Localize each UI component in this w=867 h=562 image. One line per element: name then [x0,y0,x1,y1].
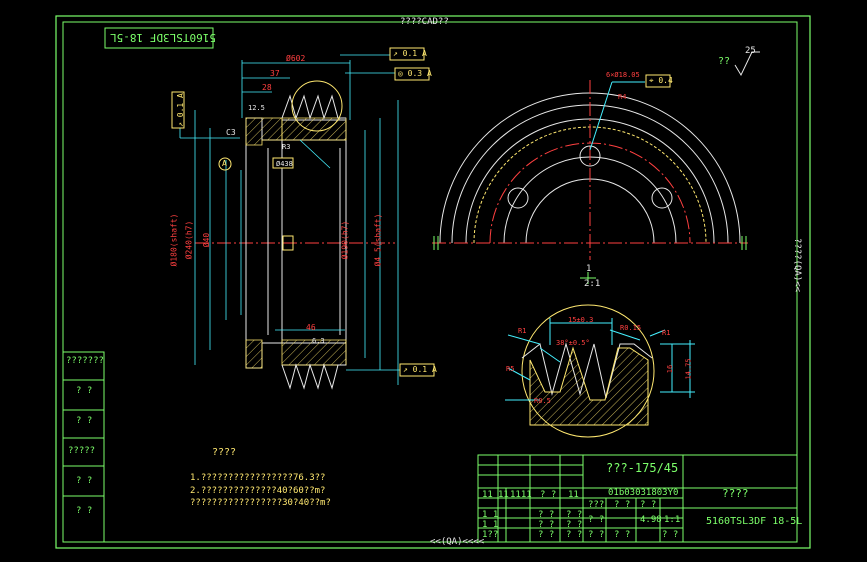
tb-r1-5: 11 [568,490,579,500]
mirror-title: 5160TSL3DF 18-5L [110,31,216,44]
tb-r2-2: ? ? [538,510,555,520]
left-col-5: ? ? [76,476,93,486]
dim-d-left2: Ø240(h7) [184,220,194,260]
left-col-6: ? ? [76,506,93,516]
roughness-value: 25 [745,46,756,56]
detail-dim-r5: R5 [506,365,515,373]
title-block-grid [477,454,798,543]
title-org: ???? [722,487,749,500]
mirror-title-box [104,27,214,49]
gdt-pos: ⌖ 0.4 [649,76,673,85]
detail-dim-16: 16 [666,364,675,374]
tb-r4-1: 1?? [482,530,499,540]
sheet-right-label: ????(QA)<< [792,237,803,293]
gdt-holes: 6×Ø18.05 [606,71,640,79]
tb-r4-2: ? ? [538,530,555,540]
tb-r1-3: 1111 [510,490,532,500]
section-label: 1 [586,264,592,274]
dim-c3: C3 [226,128,236,137]
left-column-table [62,351,105,543]
sheet-top-label: ????CAD?? [400,17,449,27]
tb-r4-3: ? ? [566,530,583,540]
dim-top-overall: Ø602 [286,54,306,63]
dim-ra2: 6.3 [312,337,325,345]
notes-title: ???? [212,447,237,458]
tb-rr1-2: ? ? [614,500,631,510]
top-groove-profile [281,94,346,120]
tb-r2-3: ? ? [566,510,583,520]
title-part: ???-175/45 [606,461,679,475]
left-col-4: ????? [68,446,96,456]
detail-dim-r015: R0.15 [620,324,642,332]
detail-circle-top [291,80,343,132]
gdt-4: ↗ 0.1 A [403,365,437,374]
tb-rr3-3: ? ? [662,530,679,540]
gdt-frames [171,47,435,377]
dim-ra: 12.5 [248,104,265,112]
sheet-inner-border [62,21,798,543]
detail-dim-r1b: R1 [662,329,671,337]
dim-r3: R3 [282,143,291,151]
tb-r2-1: 1 1 [482,510,499,520]
left-col-1: ??????? [66,356,104,366]
tb-rr1-1: ??? [588,500,605,510]
dim-d-center: Ø40 [202,232,212,248]
front-view [432,74,748,284]
left-col-3: ? ? [76,416,93,426]
roughness-symbol [734,51,760,77]
tb-r3-3: ? ? [566,520,583,530]
dim-d-left1: Ø180(shaft) [169,213,179,267]
gdt-2: ◎ 0.3 A [398,69,432,78]
gdt-3: ↗ 0.1 A [175,93,185,127]
notes-line-1: 1.?????????????????76.3?? [190,473,326,483]
notes-line-3: ?????????????????30?40??m? [190,498,331,508]
detail-view [505,304,695,438]
left-col-2: ? ? [76,386,93,396]
tb-rr1-3: ? ? [640,500,657,510]
dim-hole: Ø438 [276,160,293,168]
bottom-groove-profile [281,363,346,390]
section-view [179,54,400,390]
dim-d-right2: Ø4 5(shaft) [373,213,383,267]
tb-rr3-2: ? ? [614,530,631,540]
sheet-bottom-label: <<(QA)<<<< [430,537,485,547]
tb-r1-1: 11 [482,490,493,500]
tb-rr3-1: ? ? [588,530,605,540]
tb-r1-4: ? ? [540,490,557,500]
dim-w46: 46 [306,323,316,332]
detail-dim-r1a: R1 [518,327,527,335]
dim-top-28: 28 [262,83,272,92]
dim-top-37: 37 [270,69,280,78]
detail-dim-r05: R0.5 [534,397,551,405]
scale-label: 2:1 [584,279,601,289]
tb-r3-2: ? ? [538,520,555,530]
dim-d-right1: Ø190(h7) [340,220,350,260]
detail-dim-1475: 14.75 [684,358,693,380]
detail-dim-r4: R4 [618,93,627,101]
tb-r3-1: 1 1 [482,520,499,530]
tb-rr2-2: 4.98 [640,515,662,525]
gdt-1: ↗ 0.1 A [393,49,427,58]
tb-rr2-1: ? ? [588,515,605,525]
tb-rr2-3: 1:1 [664,515,681,525]
title-code: 01b03031803Y0 [608,488,679,498]
roughness-prefix: ?? [718,56,731,67]
title-drawing-no: 5160TSL3DF 18-5L [706,516,803,527]
notes-line-2: 2.??????????????40?60??m? [190,486,326,496]
detail-dim-angle: 38°±0.5° [556,339,590,347]
detail-dim-15: 15±0.3 [568,316,594,324]
gdt-datum: A [222,159,227,168]
tb-r1-2: 11 [498,490,509,500]
sheet-outer-border [55,15,811,549]
